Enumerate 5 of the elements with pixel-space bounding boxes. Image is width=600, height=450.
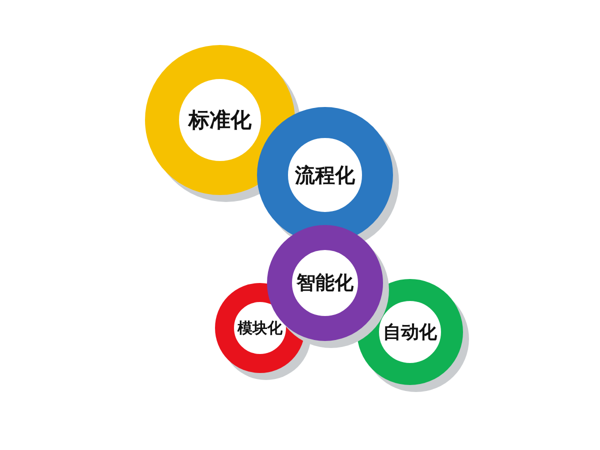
ring-label: 流程化 <box>295 162 355 188</box>
ring-label: 智能化 <box>296 271 354 296</box>
ring-label: 标准化 <box>188 107 252 134</box>
ring-label: 模块化 <box>238 318 282 338</box>
ring-label: 自动化 <box>383 321 437 344</box>
